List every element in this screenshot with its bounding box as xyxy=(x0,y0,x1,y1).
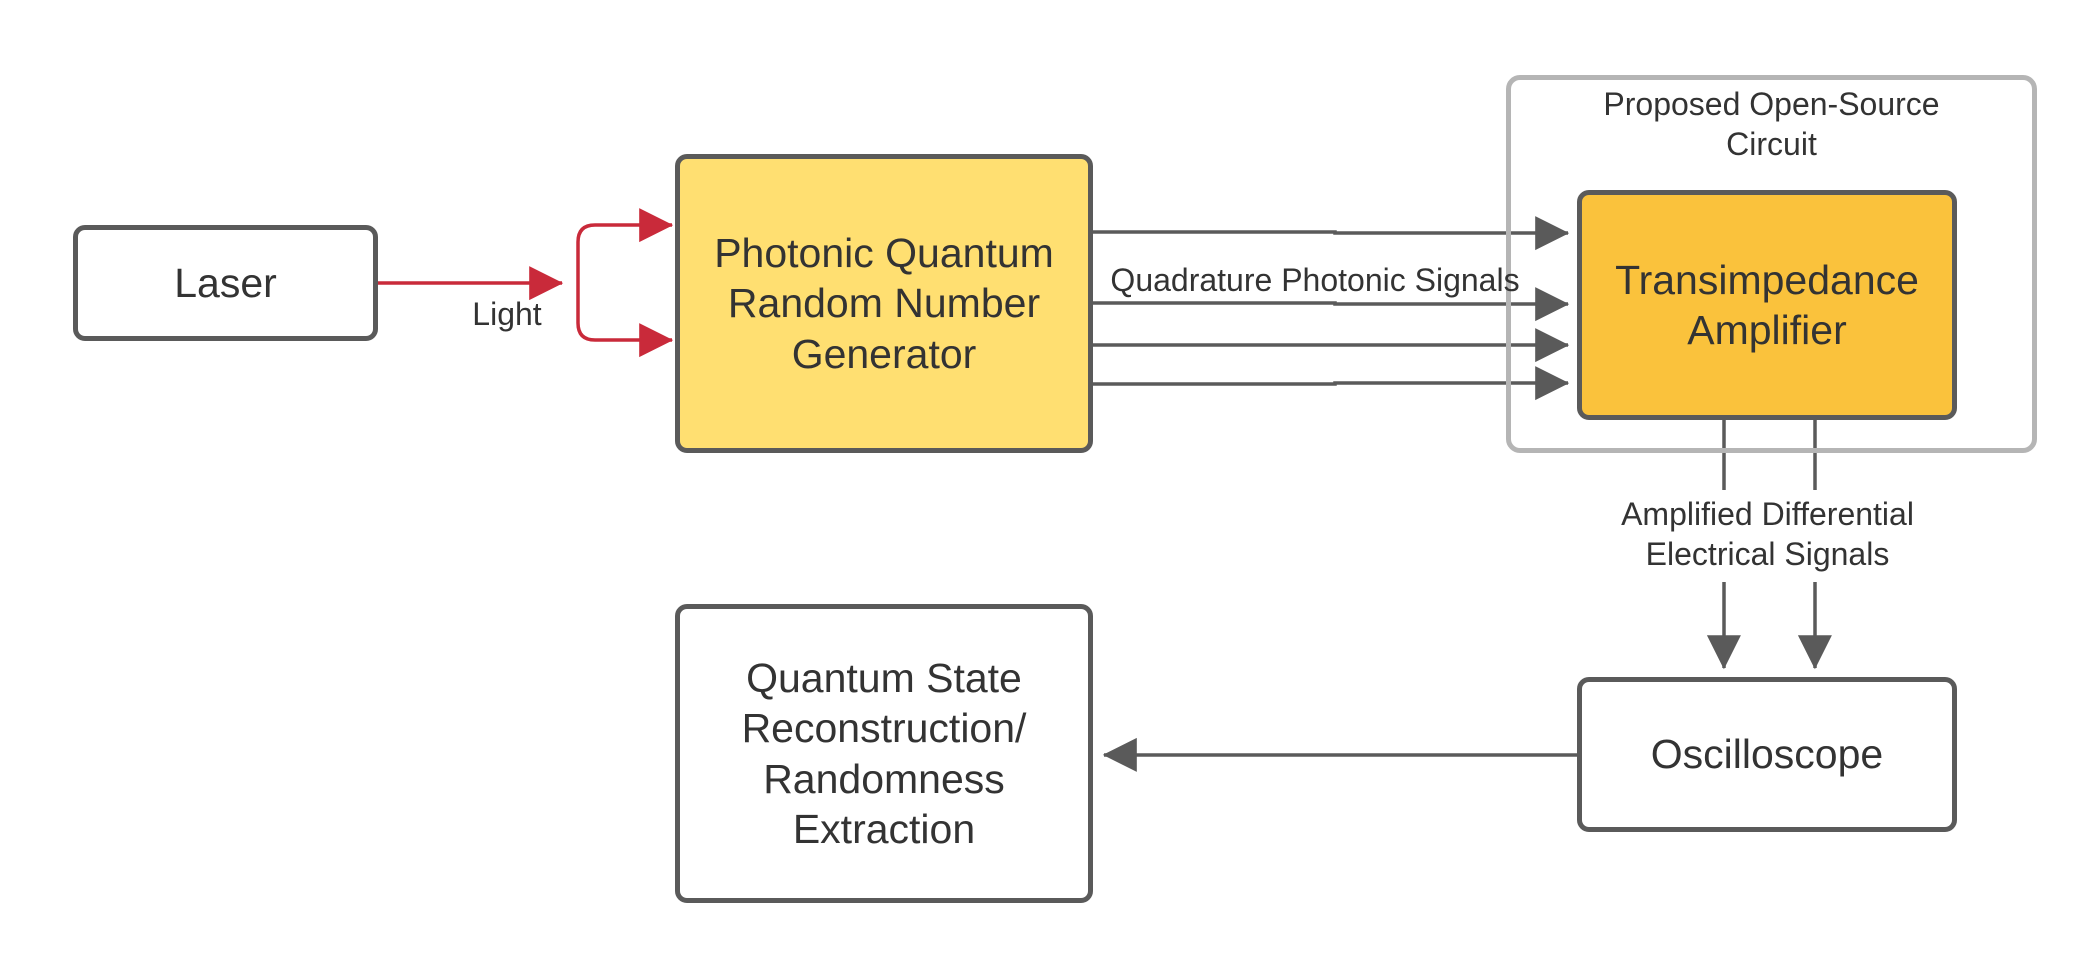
qrng-node: Photonic Quantum Random Number Generator xyxy=(675,154,1093,453)
reconstruction-label: Quantum State Reconstruction/ Randomness… xyxy=(741,655,1027,852)
tia-node: Transimpedance Amplifier xyxy=(1577,190,1957,420)
amplified-connector xyxy=(1706,420,1832,670)
tia-label: Transimpedance Amplifier xyxy=(1615,256,1919,353)
quadrature-line-2 xyxy=(1093,287,1570,322)
quadrature-edge-label: Quadrature Photonic Signals xyxy=(1110,262,1520,298)
amplified-edge-label: Amplified Differential Electrical Signal… xyxy=(1621,496,1914,572)
oscilloscope-label: Oscilloscope xyxy=(1650,731,1884,778)
light-edge-label: Light xyxy=(472,296,542,332)
laser-node: Laser xyxy=(73,225,378,341)
quadrature-line-4 xyxy=(1093,366,1570,401)
light-branch-upper xyxy=(576,208,674,283)
laser-label: Laser xyxy=(174,259,277,306)
light-branch-lower xyxy=(576,283,674,358)
quadrature-connector xyxy=(1093,216,1570,401)
oscilloscope-node: Oscilloscope xyxy=(1577,677,1957,832)
light-connector xyxy=(378,208,674,358)
reconstruction-node: Quantum State Reconstruction/ Randomness… xyxy=(675,604,1093,903)
group-label: Proposed Open-Source Circuit xyxy=(1603,86,1940,162)
open-source-circuit-group xyxy=(1506,75,2037,453)
qrng-label: Photonic Quantum Random Number Generator xyxy=(714,230,1054,377)
quadrature-line-1 xyxy=(1093,216,1570,251)
